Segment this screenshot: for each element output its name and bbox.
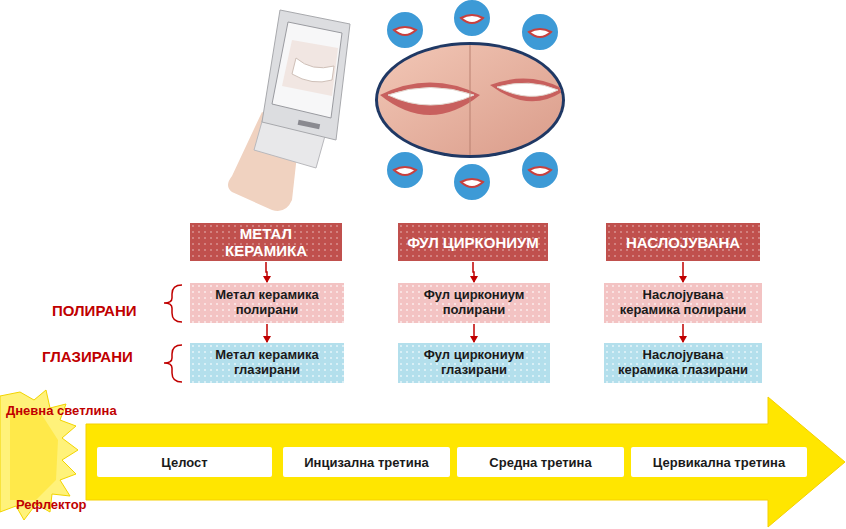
polished-box: Метал керамика полирани <box>190 283 344 323</box>
box-text: Инцизална третина <box>304 455 428 470</box>
box-text: Наслојувана керамика глазирани <box>612 348 754 378</box>
box-text: Наслојувана керамика полирани <box>612 288 754 318</box>
box-text: ФУЛ ЦИРКОНИУМ <box>407 234 539 251</box>
light-label: Рефлектор <box>16 497 87 512</box>
light-core <box>10 410 58 500</box>
zone-box: Инцизална третина <box>283 447 450 477</box>
box-text: Цервикална третина <box>653 455 785 470</box>
down-arrow <box>266 324 268 342</box>
down-arrow <box>473 324 475 342</box>
down-arrow <box>682 324 684 342</box>
box-text: МЕТАЛ КЕРАМИКА <box>198 225 334 259</box>
zone-box: Цервикална третина <box>631 447 807 477</box>
shade-device <box>228 10 350 211</box>
glazed-box: Метал керамика глазирани <box>190 343 344 383</box>
glazed-box: Фул циркониум глазирани <box>398 343 550 383</box>
down-arrow <box>682 262 684 282</box>
row-label: ПОЛИРАНИ <box>52 302 137 319</box>
box-text: Средна третина <box>489 455 591 470</box>
box-text: Метал керамика полирани <box>198 288 336 318</box>
material-header: МЕТАЛ КЕРАМИКА <box>190 223 342 261</box>
smile-icon-lips <box>394 15 551 187</box>
bracket <box>164 285 182 322</box>
light-label: Дневна светлина <box>6 403 117 418</box>
down-arrow <box>266 262 267 282</box>
zone-box: Целост <box>97 447 272 477</box>
box-text: Метал керамика глазирани <box>198 348 336 378</box>
material-header: ФУЛ ЦИРКОНИУМ <box>398 223 548 261</box>
row-label: ГЛАЗИРАНИ <box>42 348 133 365</box>
zone-box: Средна третина <box>457 447 624 477</box>
polished-box: Наслојувана керамика полирани <box>604 283 762 323</box>
smile-photo <box>370 40 570 160</box>
smile-icons <box>386 0 559 201</box>
box-text: Фул циркониум полирани <box>406 288 542 318</box>
glazed-box: Наслојувана керамика глазирани <box>604 343 762 383</box>
polished-box: Фул циркониум полирани <box>398 283 550 323</box>
down-arrow <box>473 262 474 282</box>
box-text: НАСЛОЈУВАНА <box>626 234 740 251</box>
material-header: НАСЛОЈУВАНА <box>606 223 760 261</box>
yellow-arrow <box>86 397 845 527</box>
bracket <box>164 345 182 382</box>
box-text: Целост <box>161 455 207 470</box>
box-text: Фул циркониум глазирани <box>406 348 542 378</box>
